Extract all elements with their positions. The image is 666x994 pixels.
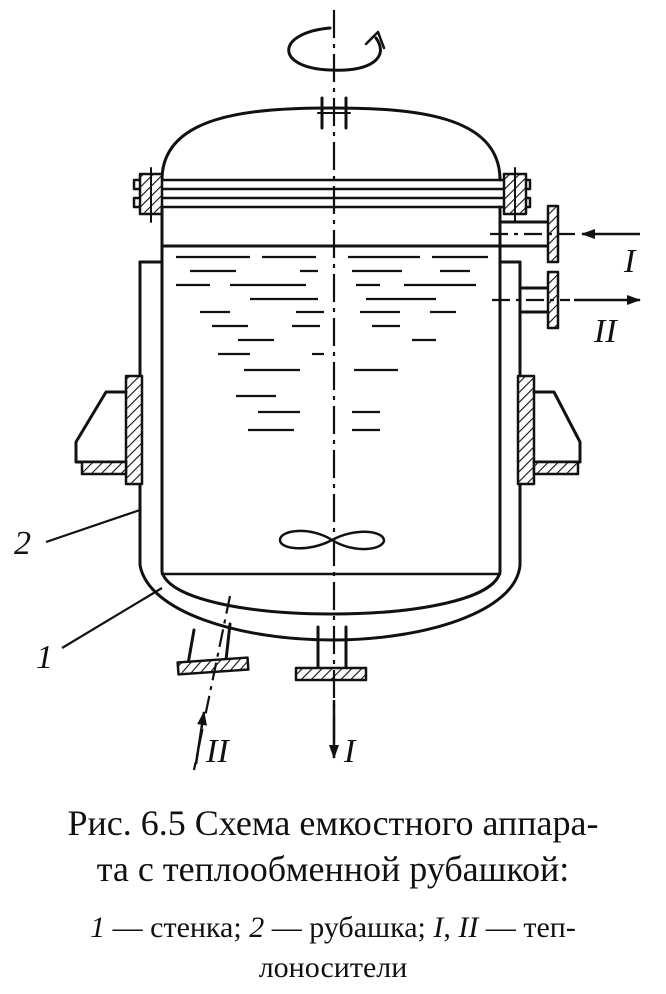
rotation-arrow-icon	[287, 26, 382, 72]
wall-leader-line	[61, 587, 163, 649]
legend-num-4: II	[458, 911, 479, 944]
vessel-diagram: 2 1 I II II I	[14, 10, 641, 771]
label-outlet-II: II	[593, 313, 618, 350]
nozzle-inlet-I	[498, 220, 550, 248]
label-1: 1	[36, 639, 53, 676]
legend-num-2: 2	[249, 911, 265, 944]
lid-flange-lower	[132, 196, 532, 209]
bottom-II-arrow	[194, 711, 207, 765]
legend-line-1: 1 — стенка; 2 — рубашка; I, II — теп-	[0, 908, 666, 948]
support-foot-left	[80, 460, 128, 476]
legend-text-4: — теп-	[478, 911, 576, 944]
nozzle-outlet-II	[518, 286, 550, 314]
label-2: 2	[14, 525, 31, 562]
support-bracket-left	[74, 390, 128, 464]
legend-text-1: — стенка;	[105, 911, 250, 944]
impeller	[278, 529, 386, 551]
support-bracket-right	[532, 390, 582, 464]
label-bottom-II: II	[205, 733, 230, 770]
support-plate-left	[124, 374, 144, 486]
vessel-lid	[160, 106, 502, 182]
nozzle-bottom-I-flange	[294, 666, 368, 682]
lid-flange-upper	[132, 178, 532, 191]
figure-caption: Рис. 6.5 Схема емкостного аппара- та с т…	[0, 800, 666, 892]
figure-legend: 1 — стенка; 2 — рубашка; I, II — теп- ло…	[0, 908, 666, 988]
liquid-dashes	[176, 255, 488, 432]
legend-text-2: — рубашка;	[264, 911, 434, 944]
heat-jacket	[138, 260, 522, 642]
rotation-arrow-head	[364, 30, 386, 50]
legend-line-2: лоносители	[258, 951, 408, 984]
vessel-wall	[160, 205, 502, 616]
legend-text-3: ,	[443, 911, 459, 944]
nozzle-bottom-II	[186, 622, 232, 666]
legend-num-3: I	[433, 911, 444, 944]
caption-line-2: та с теплообменной рубашкой:	[96, 849, 570, 889]
nozzle-bottom-I	[316, 625, 348, 670]
support-plate-right	[516, 374, 536, 486]
jacket-leader-line	[45, 508, 141, 544]
legend-num-1: 1	[90, 911, 106, 944]
label-bottom-I: I	[343, 733, 357, 770]
caption-line-1: Рис. 6.5 Схема емкостного аппара-	[67, 803, 599, 843]
support-foot-right	[532, 460, 580, 476]
label-inlet-I: I	[623, 243, 637, 280]
